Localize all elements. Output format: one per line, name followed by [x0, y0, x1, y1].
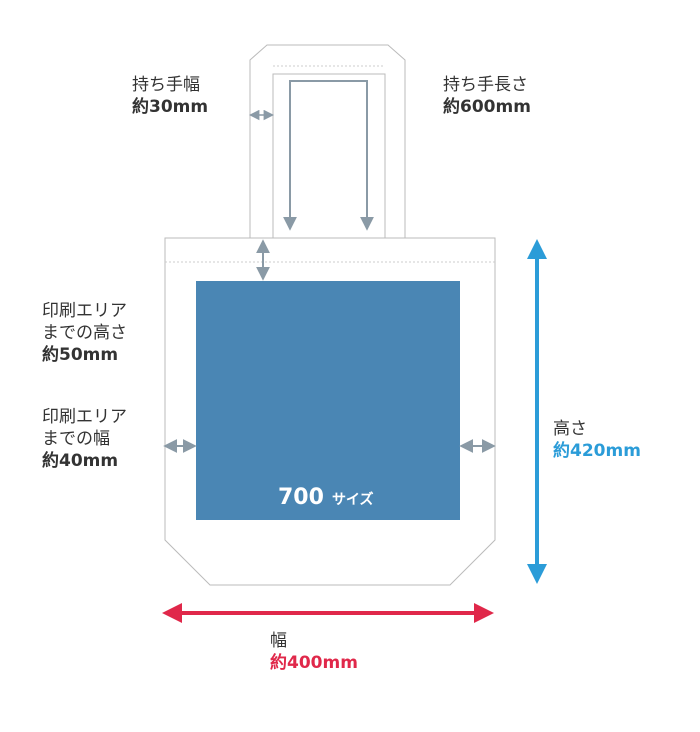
- handle-width-label: 持ち手幅 約30mm: [132, 74, 208, 118]
- bag-body-outline: [164, 237, 496, 586]
- height-value: 約420mm: [553, 441, 641, 461]
- print-area: [196, 281, 460, 520]
- handle-width-title: 持ち手幅: [132, 75, 200, 95]
- handle-length-title: 持ち手長さ: [443, 75, 528, 95]
- width-value: 約400mm: [270, 653, 358, 673]
- print-size-label: 700 サイズ: [278, 485, 374, 510]
- print-width-offset-label: 印刷エリア までの幅 約40mm: [42, 406, 127, 472]
- print-height-offset-line1: 印刷エリア: [42, 301, 127, 321]
- handle-inner-outline: [272, 73, 386, 238]
- print-width-offset-value: 約40mm: [42, 451, 119, 471]
- handle-length-arrow: [283, 80, 374, 231]
- print-width-offset-line1: 印刷エリア: [42, 407, 127, 427]
- print-size-suffix: サイズ: [331, 492, 374, 508]
- height-label: 高さ 約420mm: [553, 418, 641, 462]
- width-title: 幅: [270, 631, 287, 651]
- width-label: 幅 約400mm: [270, 630, 358, 674]
- handle-length-value: 約600mm: [443, 97, 531, 117]
- handle-outline: [249, 44, 406, 238]
- print-width-offset-line2: までの幅: [42, 429, 110, 449]
- handle-width-value: 約30mm: [132, 97, 209, 117]
- handle-length-label: 持ち手長さ 約600mm: [443, 74, 531, 118]
- print-height-offset-line2: までの高さ: [42, 323, 127, 343]
- height-title: 高さ: [553, 419, 587, 439]
- print-height-offset-value: 約50mm: [42, 345, 119, 365]
- print-height-offset-label: 印刷エリア までの高さ 約50mm: [42, 300, 127, 366]
- print-size-number: 700: [278, 485, 324, 510]
